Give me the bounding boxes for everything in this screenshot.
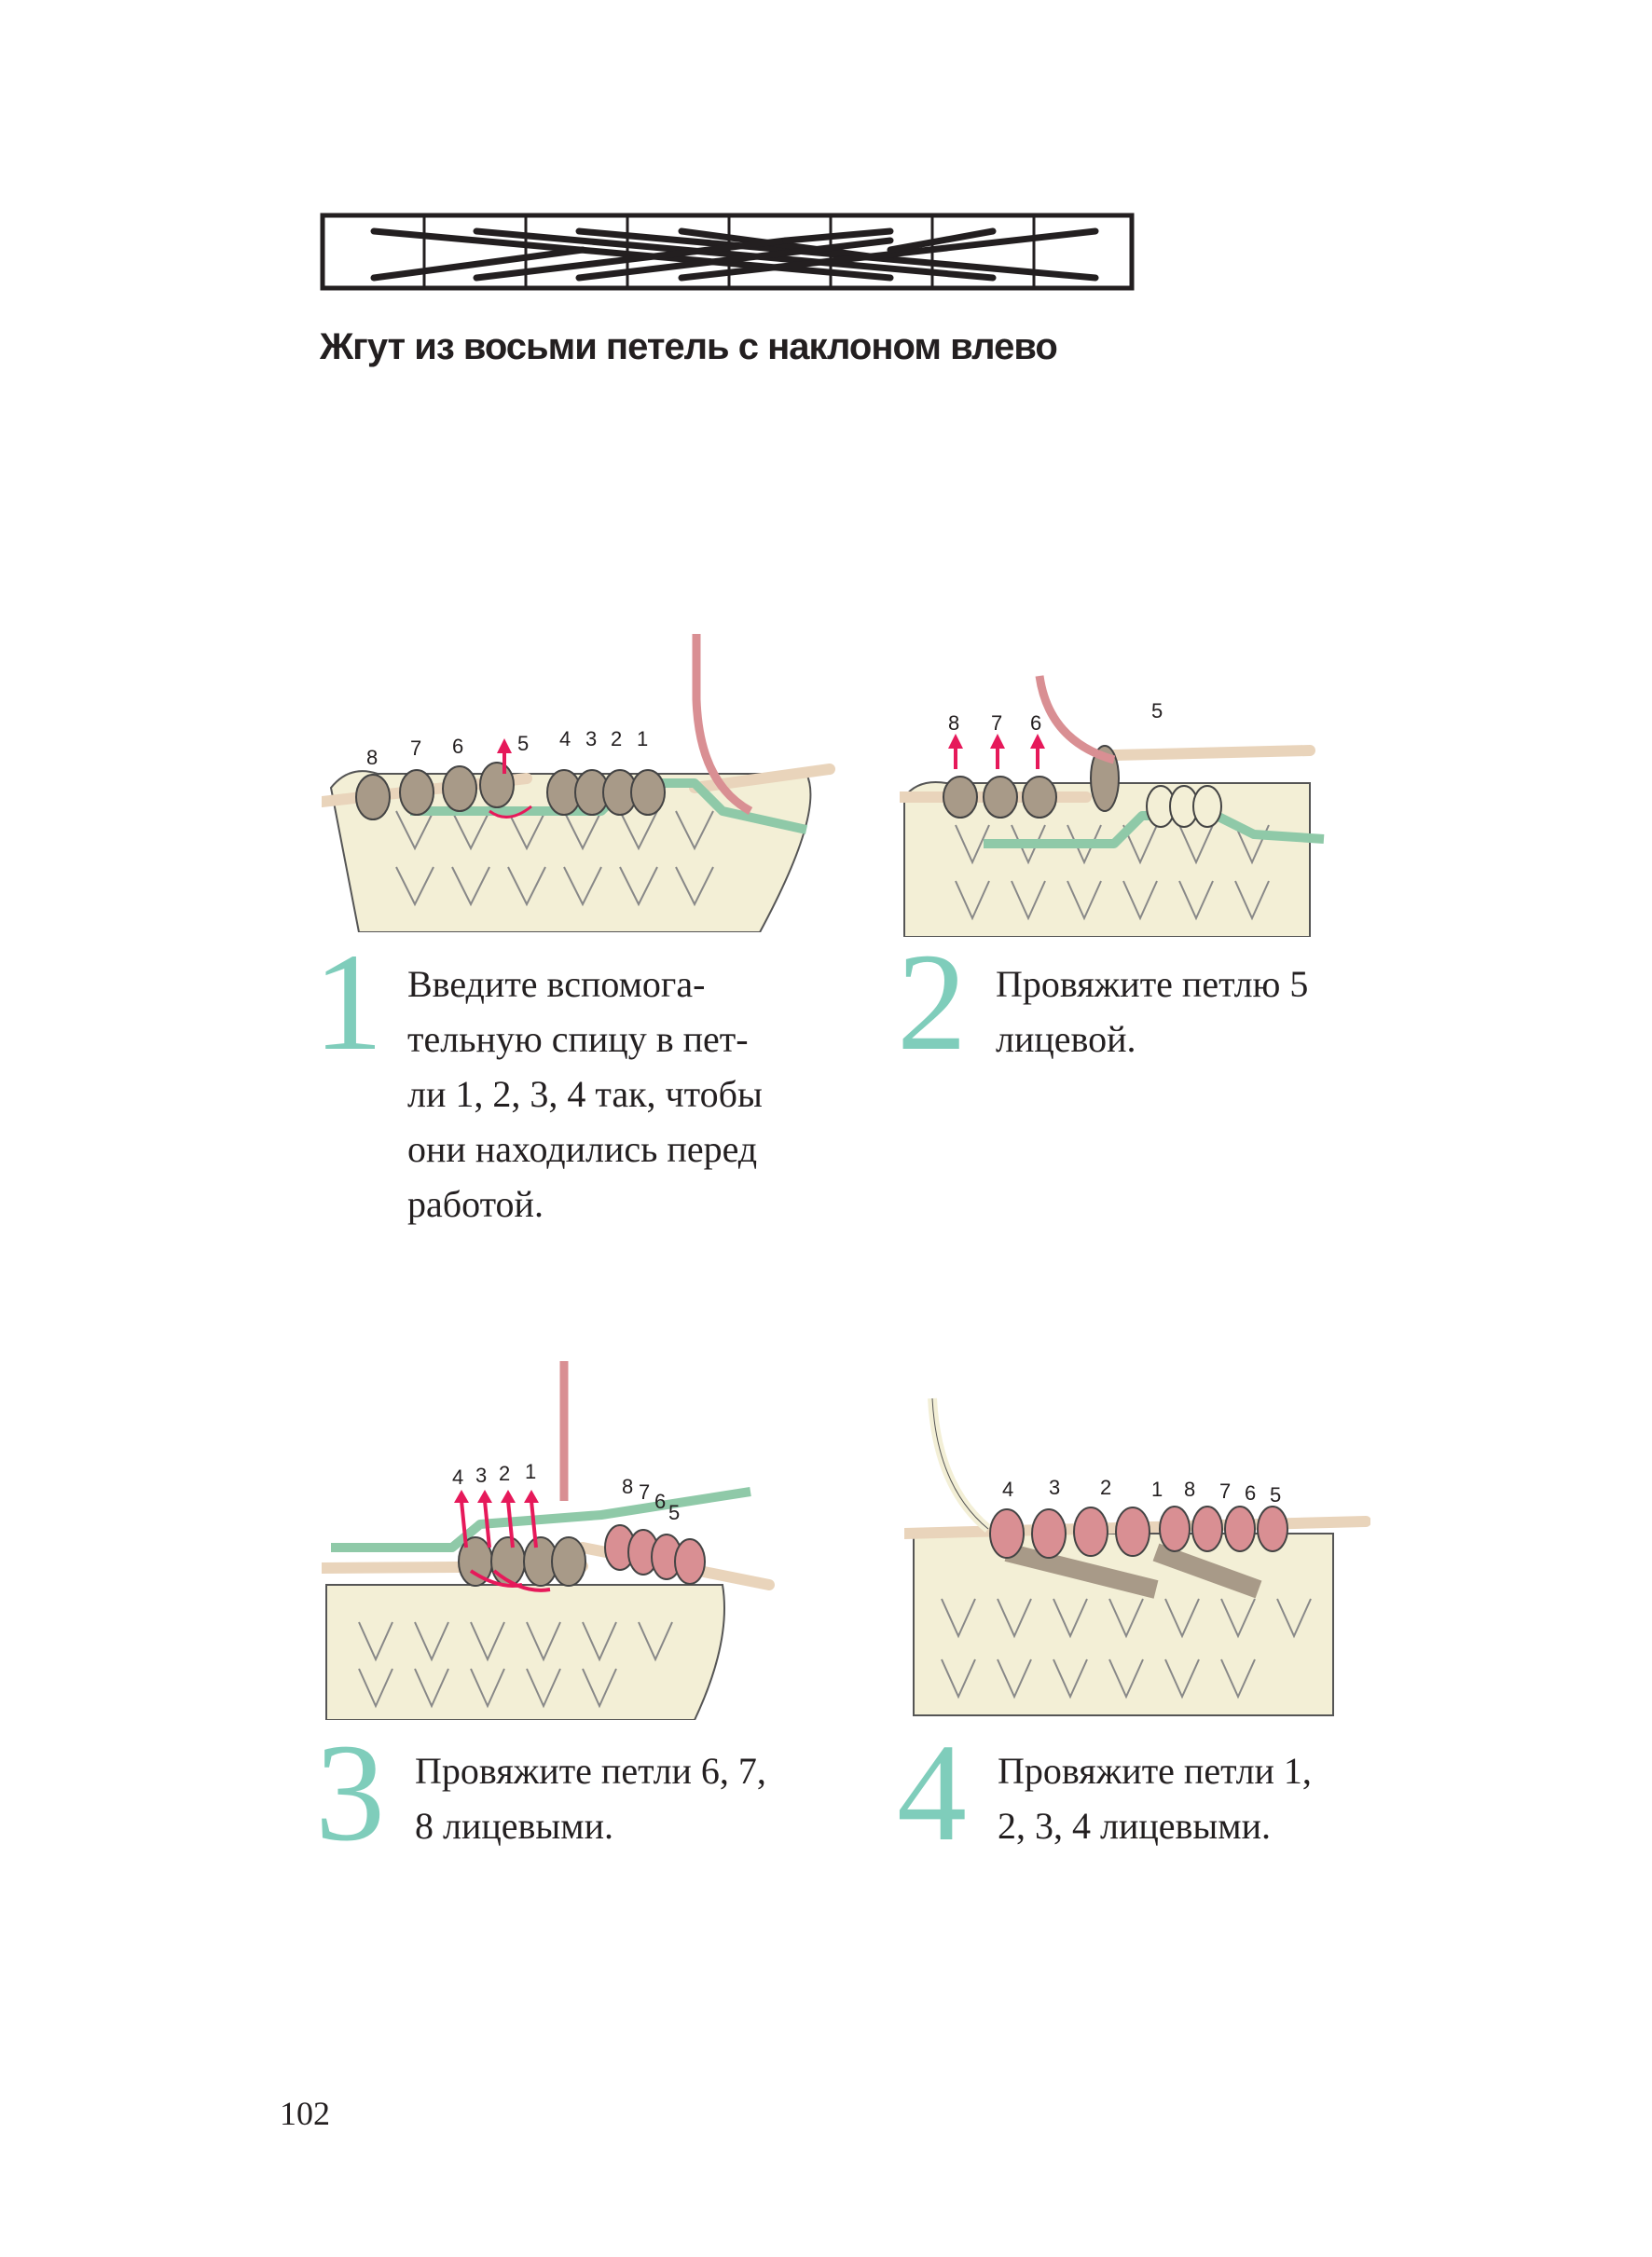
text-line: Введите вспомога-: [407, 963, 706, 1005]
loop-label: 3: [585, 727, 597, 750]
loop-label: 1: [525, 1460, 536, 1483]
loop-label: 8: [1184, 1478, 1195, 1501]
step-1-text: Введите вспомога- тельную спицу в пет- л…: [407, 956, 763, 1232]
loop-label: 1: [637, 727, 648, 750]
loop-label: 2: [611, 727, 622, 750]
loop-label: 8: [948, 711, 959, 735]
loop-label: 3: [475, 1464, 487, 1487]
step-1-number: 1: [313, 925, 383, 1080]
loop-label: 4: [452, 1466, 463, 1489]
text-line: Провяжите петли 6, 7,: [415, 1750, 766, 1792]
cable-chart-symbol: [320, 213, 1135, 291]
loop-label: 6: [654, 1490, 666, 1513]
text-line: ли 1, 2, 3, 4 так, чтобы: [407, 1073, 763, 1115]
step-3-text: Провяжите петли 6, 7, 8 лицевыми.: [415, 1743, 766, 1853]
loop-label: 6: [1030, 711, 1041, 735]
text-line: Провяжите петлю 5: [996, 963, 1309, 1005]
step-2-illustration: 8 7 6 5: [900, 675, 1325, 937]
step-3-number: 3: [315, 1715, 385, 1870]
step-2-text: Провяжите петлю 5 лицевой.: [996, 956, 1308, 1067]
loop-label: 3: [1049, 1476, 1060, 1499]
page-title: Жгут из восьми петель с наклоном влево: [320, 326, 1058, 367]
loop-label: 7: [639, 1480, 650, 1504]
loop-label: 8: [366, 746, 378, 769]
loop-label: 7: [991, 711, 1002, 735]
loop-label: 4: [1002, 1478, 1013, 1501]
text-line: лицевой.: [996, 1018, 1136, 1060]
step-2-number: 2: [897, 925, 967, 1080]
loop-label: 6: [1245, 1481, 1256, 1505]
step-1-illustration: 8 7 6 5 4 3 2 1: [322, 634, 835, 932]
page-number: 102: [280, 2095, 330, 2132]
text-line: работой.: [407, 1183, 544, 1225]
loop-label: 5: [1151, 699, 1163, 723]
loop-label: 2: [499, 1462, 510, 1485]
loop-label: 5: [517, 732, 529, 755]
step-4-number: 4: [897, 1715, 967, 1870]
loop-label: 2: [1100, 1476, 1111, 1499]
text-line: 2, 3, 4 лицевыми.: [998, 1805, 1272, 1847]
step-4-illustration: 4 3 2 1 8 7 6 5: [904, 1397, 1370, 1716]
loop-label: 1: [1151, 1478, 1163, 1501]
text-line: Провяжите петли 1,: [998, 1750, 1312, 1792]
text-line: 8 лицевыми.: [415, 1805, 614, 1847]
text-line: они находились перед: [407, 1128, 758, 1170]
step-3-illustration: 4 3 2 1 8 7 6 5: [322, 1361, 775, 1720]
loop-label: 6: [452, 735, 463, 758]
loop-label: 8: [622, 1475, 633, 1498]
text-line: тельную спицу в пет-: [407, 1018, 749, 1060]
loop-label: 5: [668, 1501, 680, 1524]
loop-label: 7: [1219, 1479, 1231, 1503]
loop-label: 7: [410, 736, 421, 760]
step-4-text: Провяжите петли 1, 2, 3, 4 лицевыми.: [998, 1743, 1312, 1853]
loop-label: 5: [1270, 1483, 1281, 1507]
loop-label: 4: [559, 727, 571, 750]
